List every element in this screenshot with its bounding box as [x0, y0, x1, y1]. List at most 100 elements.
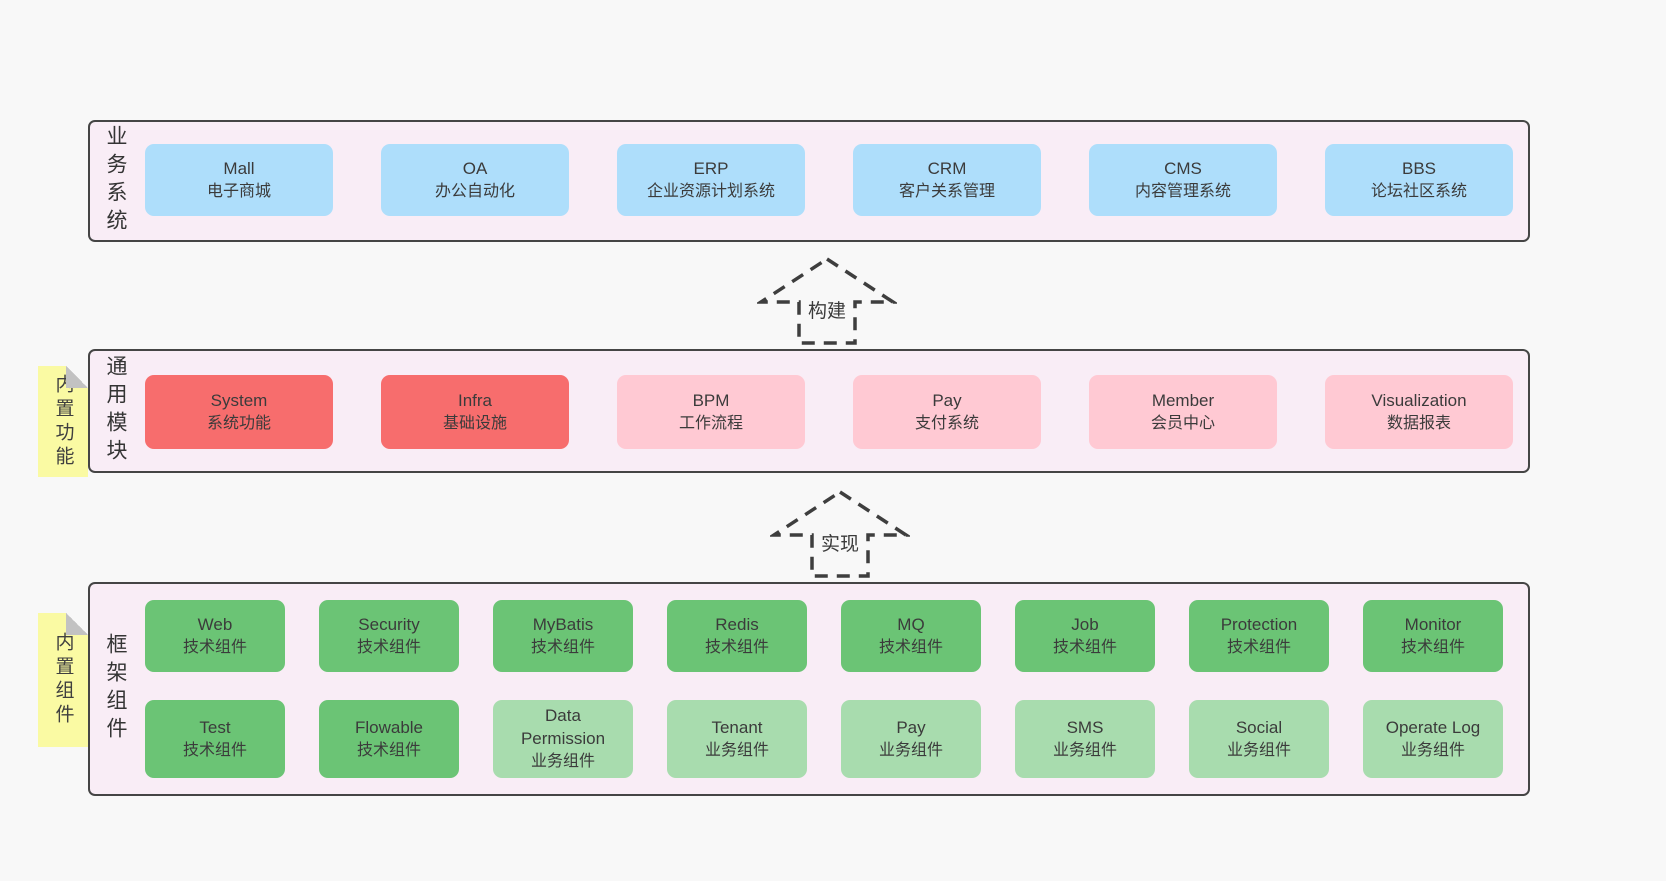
- section-framework-components-label: 框架组件: [104, 633, 127, 745]
- box-bpm-name: BPM: [692, 390, 730, 410]
- box-test-desc: 技术组件: [182, 741, 247, 759]
- box-test: Test 技术组件: [145, 700, 285, 778]
- box-operate-log: Operate Log 业务组件: [1363, 700, 1503, 778]
- box-security-name: Security: [358, 614, 420, 634]
- box-pay-module: Pay 支付系统: [853, 375, 1041, 449]
- box-job-name: Job: [1071, 614, 1099, 634]
- box-web-name: Web: [197, 614, 233, 634]
- box-data-permission: Data Permission 业务组件: [493, 700, 633, 778]
- box-security: Security 技术组件: [319, 600, 459, 672]
- box-visualization: Visualization 数据报表: [1325, 375, 1513, 449]
- box-pay-module-desc: 支付系统: [914, 414, 979, 432]
- box-data-permission-desc: 业务组件: [530, 753, 595, 771]
- box-bbs: BBS 论坛社区系统: [1325, 144, 1513, 216]
- box-tenant-desc: 业务组件: [704, 741, 769, 759]
- section-framework-components: 框架组件 Web 技术组件 Security 技术组件 MyBatis 技术组件…: [88, 582, 1530, 796]
- box-crm: CRM 客户关系管理: [853, 144, 1041, 216]
- box-oa: OA 办公自动化: [381, 144, 569, 216]
- box-member: Member 会员中心: [1089, 375, 1277, 449]
- box-member-desc: 会员中心: [1150, 414, 1215, 432]
- box-cms-desc: 内容管理系统: [1134, 182, 1231, 200]
- box-system-desc: 系统功能: [206, 414, 271, 432]
- box-operate-log-name: Operate Log: [1385, 717, 1481, 737]
- box-web: Web 技术组件: [145, 600, 285, 672]
- box-cms-name: CMS: [1164, 158, 1202, 178]
- business-systems-row: Mall 电子商城 OA 办公自动化 ERP 企业资源计划系统 CRM 客户关系…: [145, 144, 1513, 216]
- box-monitor: Monitor 技术组件: [1363, 600, 1503, 672]
- sticky-builtin-features-label: 内置功能: [52, 373, 74, 470]
- box-redis: Redis 技术组件: [667, 600, 807, 672]
- box-mq-desc: 技术组件: [878, 638, 943, 656]
- box-mq: MQ 技术组件: [841, 600, 981, 672]
- box-flowable-name: Flowable: [354, 717, 424, 737]
- box-tenant: Tenant 业务组件: [667, 700, 807, 778]
- box-bbs-name: BBS: [1401, 158, 1437, 178]
- box-erp-desc: 企业资源计划系统: [646, 182, 775, 200]
- box-mall-name: Mall: [223, 158, 255, 178]
- framework-components-row-2: Test 技术组件 Flowable 技术组件 Data Permission …: [145, 700, 1503, 778]
- box-flowable: Flowable 技术组件: [319, 700, 459, 778]
- common-modules-row: System 系统功能 Infra 基础设施 BPM 工作流程 Pay 支付系统…: [145, 375, 1513, 449]
- box-social-name: Social: [1235, 717, 1283, 737]
- box-system: System 系统功能: [145, 375, 333, 449]
- box-pay-component: Pay 业务组件: [841, 700, 981, 778]
- box-mall-desc: 电子商城: [206, 182, 271, 200]
- box-pay-component-desc: 业务组件: [878, 741, 943, 759]
- box-sms: SMS 业务组件: [1015, 700, 1155, 778]
- box-erp: ERP 企业资源计划系统: [617, 144, 805, 216]
- arrow-implement: 实现: [770, 488, 910, 580]
- arrow-build: 构建: [757, 255, 897, 347]
- box-web-desc: 技术组件: [182, 638, 247, 656]
- box-tenant-name: Tenant: [711, 717, 763, 737]
- box-protection-desc: 技术组件: [1226, 638, 1291, 656]
- section-common-modules-label: 通用模块: [104, 355, 127, 467]
- framework-components-row-1: Web 技术组件 Security 技术组件 MyBatis 技术组件 Redi…: [145, 600, 1503, 672]
- fold-corner-icon: [66, 366, 88, 388]
- sticky-builtin-components-label: 内置组件: [52, 632, 74, 728]
- box-sms-name: SMS: [1066, 717, 1104, 737]
- box-member-name: Member: [1151, 390, 1215, 410]
- box-infra-desc: 基础设施: [442, 414, 507, 432]
- section-business-systems-label: 业务系统: [104, 125, 127, 237]
- box-protection: Protection 技术组件: [1189, 600, 1329, 672]
- arrow-build-label: 构建: [803, 295, 851, 324]
- box-operate-log-desc: 业务组件: [1400, 741, 1465, 759]
- box-social: Social 业务组件: [1189, 700, 1329, 778]
- arrow-implement-label: 实现: [816, 528, 864, 557]
- section-common-modules: 通用模块 System 系统功能 Infra 基础设施 BPM 工作流程 Pay…: [88, 349, 1530, 473]
- box-oa-name: OA: [462, 158, 488, 178]
- box-bpm-desc: 工作流程: [678, 414, 743, 432]
- box-system-name: System: [210, 390, 268, 410]
- box-infra-name: Infra: [457, 390, 493, 410]
- fold-corner-icon: [66, 613, 88, 635]
- box-crm-desc: 客户关系管理: [898, 182, 995, 200]
- box-visualization-desc: 数据报表: [1386, 414, 1451, 432]
- box-erp-name: ERP: [693, 158, 729, 178]
- box-mybatis: MyBatis 技术组件: [493, 600, 633, 672]
- box-data-permission-name: Data Permission: [520, 706, 606, 749]
- box-security-desc: 技术组件: [356, 638, 421, 656]
- box-oa-desc: 办公自动化: [434, 182, 515, 200]
- box-monitor-desc: 技术组件: [1400, 638, 1465, 656]
- box-redis-desc: 技术组件: [704, 638, 769, 656]
- box-monitor-name: Monitor: [1404, 614, 1462, 634]
- box-visualization-name: Visualization: [1371, 390, 1467, 410]
- box-bbs-desc: 论坛社区系统: [1370, 182, 1467, 200]
- box-job-desc: 技术组件: [1052, 638, 1117, 656]
- box-pay-component-name: Pay: [896, 717, 926, 737]
- up-arrow-icon: [770, 489, 910, 578]
- box-crm-name: CRM: [927, 158, 967, 178]
- box-job: Job 技术组件: [1015, 600, 1155, 672]
- box-social-desc: 业务组件: [1226, 741, 1291, 759]
- box-mybatis-desc: 技术组件: [530, 638, 595, 656]
- up-arrow-icon: [757, 256, 897, 345]
- box-mall: Mall 电子商城: [145, 144, 333, 216]
- box-mq-name: MQ: [897, 614, 925, 634]
- sticky-builtin-components: 内置组件: [38, 613, 88, 747]
- box-flowable-desc: 技术组件: [356, 741, 421, 759]
- box-mybatis-name: MyBatis: [532, 614, 594, 634]
- box-infra: Infra 基础设施: [381, 375, 569, 449]
- section-business-systems: 业务系统 Mall 电子商城 OA 办公自动化 ERP 企业资源计划系统 CRM…: [88, 120, 1530, 242]
- box-redis-name: Redis: [715, 614, 759, 634]
